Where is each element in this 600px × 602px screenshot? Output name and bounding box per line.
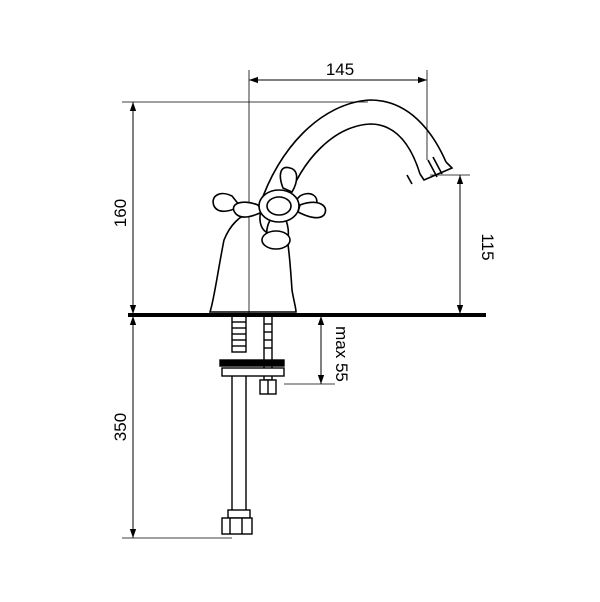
dimension-label-160: 160 xyxy=(111,199,130,227)
mounting-assembly xyxy=(219,315,285,535)
dimension-label-350: 350 xyxy=(111,413,130,441)
dimension-hose-length: 350 xyxy=(111,316,232,539)
dimension-total-height: 160 xyxy=(111,101,368,314)
front-cross-handle xyxy=(232,166,327,250)
dimension-spout-reach: 145 xyxy=(249,60,428,160)
dimension-label-max-55: max 55 xyxy=(332,326,351,382)
dimension-spout-height: 115 xyxy=(430,174,497,314)
dimension-label-145: 145 xyxy=(326,60,354,79)
dimension-label-115: 115 xyxy=(478,233,497,260)
dimension-max-thickness: max 55 xyxy=(284,316,351,385)
